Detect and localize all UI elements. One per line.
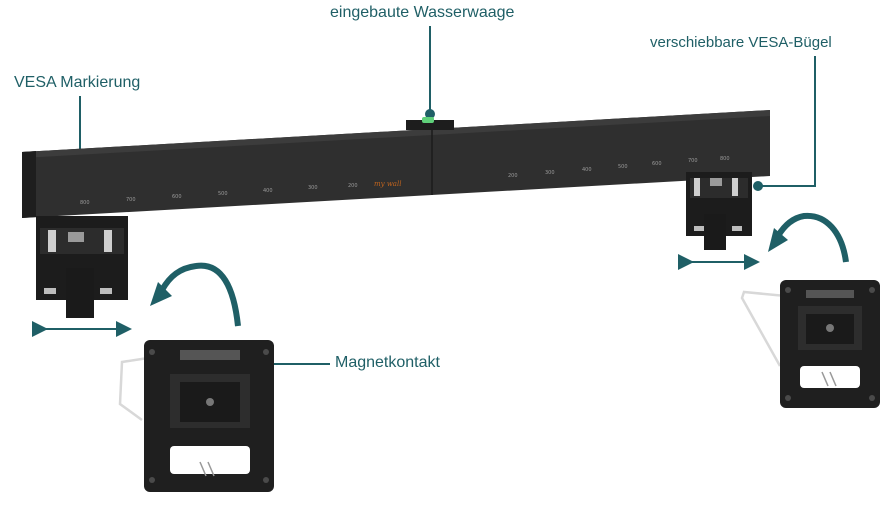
label-built-in-level: eingebaute Wasserwaage <box>330 4 515 21</box>
tick-right: 700 <box>688 158 698 164</box>
tick-left: 700 <box>126 197 136 203</box>
wall-rail <box>22 110 770 218</box>
right-vesa-plate <box>740 280 880 408</box>
label-sliding-brackets: verschiebbare VESA-Bügel <box>650 34 832 51</box>
tick-right: 500 <box>618 164 628 170</box>
bubble-level <box>406 117 454 130</box>
tick-left: 800 <box>80 200 90 206</box>
tick-left: 400 <box>263 188 273 194</box>
tick-right: 800 <box>720 156 730 162</box>
curved-arrow-icon <box>768 212 849 263</box>
label-vesa-marking: VESA Markierung <box>14 74 141 91</box>
tick-right: 400 <box>582 167 592 173</box>
tick-left: 200 <box>348 183 358 189</box>
label-magnet-contact: Magnetkontakt <box>335 354 440 371</box>
left-rail-bracket <box>36 216 128 318</box>
tick-left: 300 <box>308 185 318 191</box>
right-rail-bracket <box>686 172 752 250</box>
tick-left: 500 <box>218 191 228 197</box>
curved-arrow-icon <box>150 262 241 327</box>
tick-right: 200 <box>508 173 518 179</box>
brand-logo: my wall <box>374 180 401 188</box>
left-vesa-plate <box>118 340 274 492</box>
tick-right: 600 <box>652 161 662 167</box>
rail-ticks: 800 700 600 500 400 300 200 200 300 400 … <box>80 156 730 206</box>
tick-left: 600 <box>172 194 182 200</box>
tick-right: 300 <box>545 170 555 176</box>
